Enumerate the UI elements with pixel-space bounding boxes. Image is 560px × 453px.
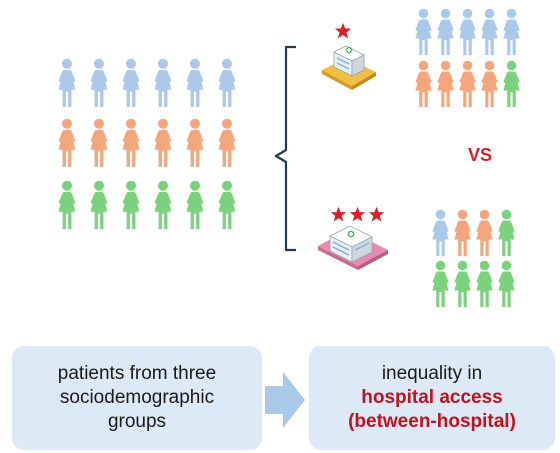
left-row-orange: [58, 118, 236, 168]
person-icon: [58, 118, 76, 168]
row-mixed: [415, 60, 520, 108]
person-icon: [459, 60, 476, 108]
vs-label: VS: [467, 145, 492, 165]
person-icon: [437, 8, 454, 56]
person-icon: [186, 118, 204, 168]
person-icon: [476, 209, 493, 257]
inequality-line-1: inequality in: [381, 363, 483, 385]
inequality-line-2: hospital access: [361, 387, 503, 409]
star-icon: [368, 206, 385, 222]
person-icon: [432, 260, 449, 308]
person-icon: [122, 118, 140, 168]
star-icon: [334, 22, 352, 39]
person-icon: [58, 58, 76, 108]
person-icon: [58, 180, 76, 230]
row-green: [432, 260, 515, 308]
patients-groups-line-2: sociodemographic: [59, 387, 215, 409]
patients-groups-line-1: patients from three: [57, 363, 217, 385]
person-icon: [90, 118, 108, 168]
person-icon: [154, 118, 172, 168]
person-icon: [498, 260, 515, 308]
person-icon: [459, 8, 476, 56]
person-icon: [122, 58, 140, 108]
person-icon: [415, 8, 432, 56]
person-icon: [186, 58, 204, 108]
person-icon: [218, 58, 236, 108]
left-row-blue: [58, 58, 236, 108]
star-icon: [330, 206, 347, 222]
patients-groups-line-3: groups: [107, 410, 167, 432]
star-icon: [349, 206, 366, 222]
person-icon: [154, 58, 172, 108]
person-icon: [476, 260, 493, 308]
person-icon: [503, 8, 520, 56]
person-icon: [154, 180, 172, 230]
arrow-right-icon: [265, 372, 305, 428]
person-icon: [218, 180, 236, 230]
patients-groups-box: patients from three sociodemographic gro…: [12, 346, 262, 450]
person-icon: [415, 60, 432, 108]
person-icon: [454, 209, 471, 257]
person-icon: [186, 180, 204, 230]
person-icon: [437, 60, 454, 108]
left-population: [58, 58, 236, 230]
person-icon: [481, 60, 498, 108]
person-icon: [218, 118, 236, 168]
left-row-green: [58, 180, 236, 230]
inequality-line-3: (between-hospital): [348, 410, 516, 432]
person-icon: [498, 209, 515, 257]
person-icon: [432, 209, 449, 257]
hospital-three-star: [318, 206, 388, 270]
person-icon: [122, 180, 140, 230]
person-icon: [481, 8, 498, 56]
hospital-one-patients: [415, 8, 520, 108]
hospital-three-patients: [432, 209, 515, 308]
person-icon: [90, 180, 108, 230]
row-blue: [415, 8, 520, 56]
bracket: [274, 45, 296, 252]
hospital-one-star: [322, 22, 376, 90]
person-icon: [90, 58, 108, 108]
inequality-box: inequality in hospital access (between-h…: [309, 346, 555, 450]
person-icon: [454, 260, 471, 308]
hospital-building-icon: [318, 225, 388, 270]
row-mixed: [432, 209, 515, 257]
person-icon: [503, 60, 520, 108]
hospital-building-icon: [322, 45, 376, 90]
